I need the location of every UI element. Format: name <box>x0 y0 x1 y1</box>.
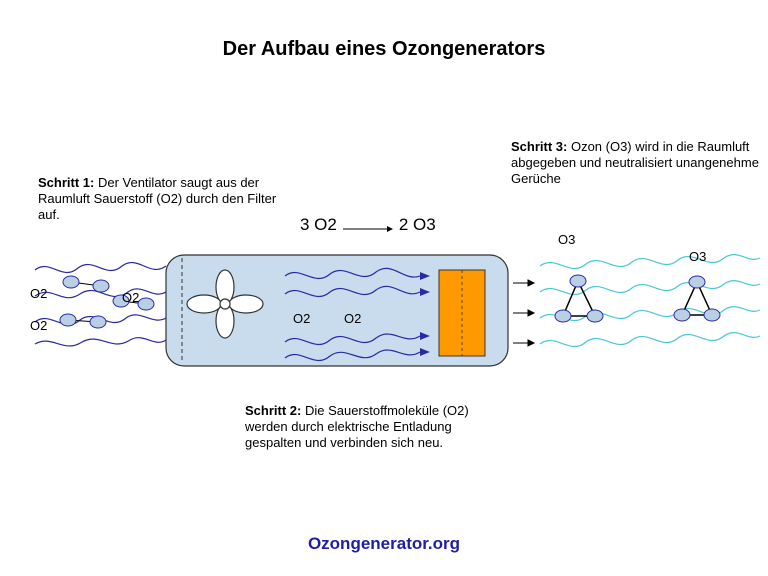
step1-heading: Schritt 1: <box>38 175 95 190</box>
o2-molecules-left <box>59 275 155 329</box>
o3-molecules-right <box>554 274 721 323</box>
step2-text: Die Sauerstoffmoleküle (O2) werden durch… <box>245 403 469 450</box>
step2-description: Schritt 2: Die Sauerstoffmoleküle (O2) w… <box>245 403 475 451</box>
equation-right: 2 O3 <box>398 215 436 234</box>
ozone-output-waves <box>539 254 761 348</box>
step2-heading: Schritt 2: <box>245 403 302 418</box>
step3-description: Schritt 3: Ozon (O3) wird in die Raumluf… <box>511 139 761 187</box>
outlet-arrows <box>513 279 536 347</box>
reaction-arrow-icon <box>342 220 393 232</box>
reaction-equation: 3 O2 2 O3 <box>300 215 436 235</box>
fan-icon <box>186 269 264 339</box>
o2-label-inside-1: O2 <box>293 311 310 326</box>
step3-heading: Schritt 3: <box>511 139 568 154</box>
o2-label-left-2: O2 <box>122 290 139 305</box>
o2-label-left-1: O2 <box>30 286 47 301</box>
equation-left: 3 O2 <box>300 215 337 234</box>
o2-label-inside-2: O2 <box>344 311 361 326</box>
page-title: Der Aufbau eines Ozongenerators <box>222 38 546 60</box>
o3-label-right-1: O3 <box>558 232 575 247</box>
step1-text: Der Ventilator saugt aus der Raumluft Sa… <box>38 175 277 222</box>
internal-airflow-waves <box>284 267 421 362</box>
o3-label-right-2: O3 <box>689 249 706 264</box>
step1-description: Schritt 1: Der Ventilator saugt aus der … <box>38 175 288 223</box>
o2-label-left-3: O2 <box>30 318 47 333</box>
website-link[interactable]: Ozongenerator.org <box>307 534 461 553</box>
airflow-arrowheads <box>420 272 430 356</box>
step3-text: Ozon (O3) wird in die Raumluft abgegeben… <box>511 139 759 186</box>
